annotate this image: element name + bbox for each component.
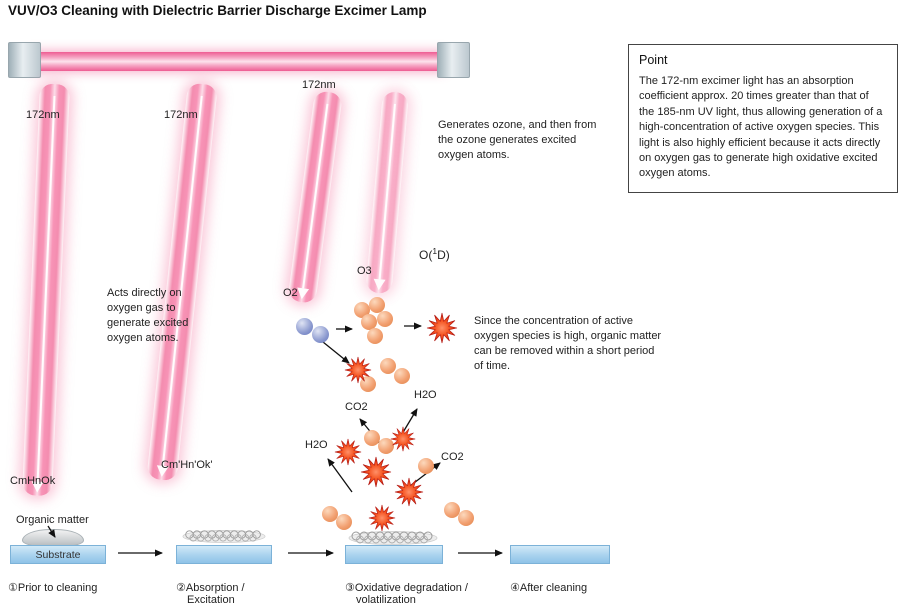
step3-caption-line1: ③Oxidative degradation / [345,582,468,594]
beam-arrow-shaft [378,103,396,280]
uv-beam-3 [287,90,343,305]
oxygen-molecule [312,326,329,343]
oxygen-atom [322,506,338,522]
reaction-arrows [47,322,503,557]
beam3-wavelength-label: 172nm [302,79,336,91]
step1-caption: ①Prior to cleaning [8,581,97,594]
substrate-step2 [176,545,272,564]
excited-organic-formula-label: Cm'Hn'Ok' [161,459,213,471]
o1d-suffix: D) [437,248,450,262]
substrate-step4 [510,545,610,564]
o1d-superscript: 1 [432,246,438,256]
beam-arrow-head [295,287,310,300]
oxygen-atom [418,458,434,474]
excited-oxygen-burst [360,456,392,488]
annotation-acts-directly: Acts directly on oxygen gas to generate … [107,287,189,344]
h2o-label-top: H2O [414,389,437,401]
excited-oxygen-burst [334,438,362,466]
excited-oxygen-burst [344,356,372,384]
oxygen-atom [380,358,396,374]
step2-caption-line1: ②Absorption / [176,582,245,594]
oxygen-atom [367,328,383,344]
organic-formula-label: CmHnOk [10,475,56,487]
step3-caption: ③Oxidative degradation / volatilization [345,581,468,606]
step4-caption-line1: ④After cleaning [510,582,588,594]
beam1-wavelength-label: 172nm [26,109,60,121]
step1-caption-line1: ①Prior to cleaning [8,582,98,594]
lamp-end-cap-left [8,42,41,78]
excited-oxygen-burst [368,504,396,532]
point-box: Point The 172-nm excimer light has an ab… [628,44,898,193]
oxygen-atom [369,297,385,313]
beam-arrow-shaft [161,95,203,467]
oxygen-atom [361,314,377,330]
co2-label-top: CO2 [345,401,368,413]
point-box-body: The 172-nm excimer light has an absorpti… [639,75,883,180]
excimer-lamp-tube [30,52,445,71]
co2-label-right: CO2 [441,451,464,463]
step3-caption-line2: volatilization [356,594,416,606]
oxygen-atom [377,311,393,327]
substrate-step1: Substrate [10,545,106,564]
step2-caption-line2: Excitation [187,594,235,606]
beam-arrow-shaft [36,95,56,482]
o1d-prefix: O( [419,248,433,262]
page-title: VUV/O3 Cleaning with Dielectric Barrier … [8,3,427,18]
beam2-wavelength-label: 172nm [164,109,198,121]
uv-beam-4 [365,90,409,295]
excited-oxygen-burst [394,477,424,507]
annotation-high-concentration: Since the concentration of active oxygen… [474,315,662,372]
step2-caption: ②Absorption / Excitation [176,581,245,606]
uv-beam-1 [22,83,70,497]
excited-oxygen-burst [390,426,416,452]
substrate-step3 [345,545,443,564]
oxygen-atom [444,502,460,518]
organic-matter-label: Organic matter [16,514,89,526]
lamp-end-cap-right [437,42,470,78]
annotation-generates-ozone: Generates ozone, and then from the ozone… [438,119,597,161]
beam-arrow-shaft [302,103,329,289]
oxygen-atom [336,514,352,530]
o3-label: O3 [357,265,372,277]
oxygen-atom [394,368,410,384]
substrate-label: Substrate [35,549,81,561]
organic-matter-coil-step2 [182,529,266,544]
step4-caption: ④After cleaning [510,581,587,594]
o2-label: O2 [283,287,298,299]
oxygen-atom [458,510,474,526]
oxygen-molecule [296,318,313,335]
beam-arrow-head [372,278,386,291]
uv-beam-2 [146,82,218,482]
excited-oxygen-burst [426,312,458,344]
h2o-label-left: H2O [305,439,328,451]
point-box-title: Point [639,53,668,67]
o1d-label: O(1D) [419,246,450,264]
